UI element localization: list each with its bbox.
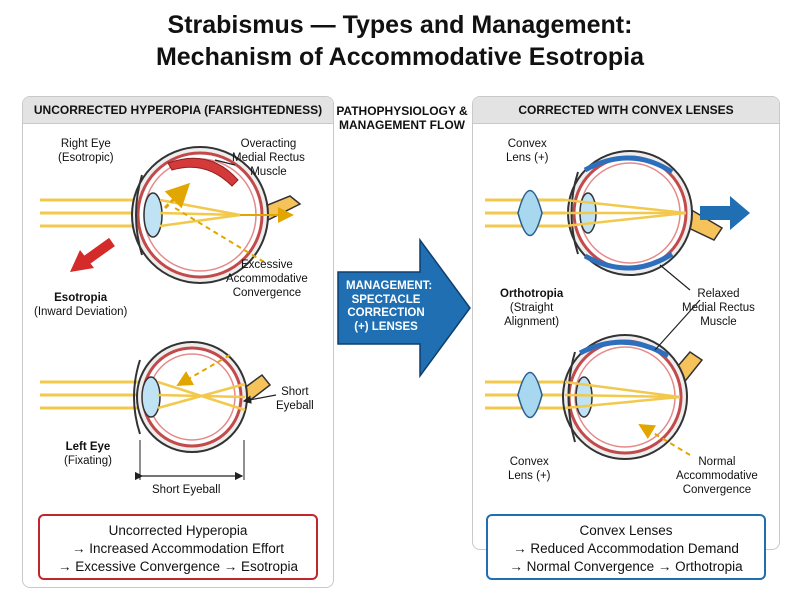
right-eye-esotropic-drawing — [40, 146, 302, 284]
uncorrected-summary-box: Uncorrected Hyperopia → Increased Accomm… — [38, 514, 318, 580]
left-panel-heading: UNCORRECTED HYPEROPIA (FARSIGHTEDNESS) — [23, 97, 333, 124]
left-eye-fixating-drawing — [40, 341, 277, 481]
management-arrow — [337, 237, 471, 379]
left-eye-label: Left Eye(Fixating) — [64, 441, 112, 467]
right-panel-heading: CORRECTED WITH CONVEX LENSES — [473, 97, 779, 124]
convex-lens-top-icon — [517, 190, 543, 236]
esotropia-label: Esotropia(Inward Deviation) — [34, 292, 128, 318]
flow-heading: PATHOPHYSIOLOGY &MANAGEMENT FLOW — [336, 104, 468, 132]
short-eyeball-bottom-label: Short Eyeball — [152, 484, 221, 496]
page-title-line1: Strabismus — Types and Management: — [167, 11, 633, 39]
page-title-line2: Mechanism of Accommodative Esotropia — [155, 43, 645, 71]
left-panel: UNCORRECTED HYPEROPIA (FARSIGHTEDNESS) — [22, 96, 334, 588]
corrected-top-eye-drawing — [485, 150, 750, 291]
convex-lens-bottom-icon — [517, 372, 543, 418]
forward-arrow-icon — [700, 196, 750, 230]
right-eye-label: Right Eye(Esotropic) — [58, 138, 114, 164]
corrected-bottom-eye-drawing — [485, 299, 704, 460]
corrected-summary-box: Convex Lenses → Reduced Accommodation De… — [486, 514, 766, 580]
